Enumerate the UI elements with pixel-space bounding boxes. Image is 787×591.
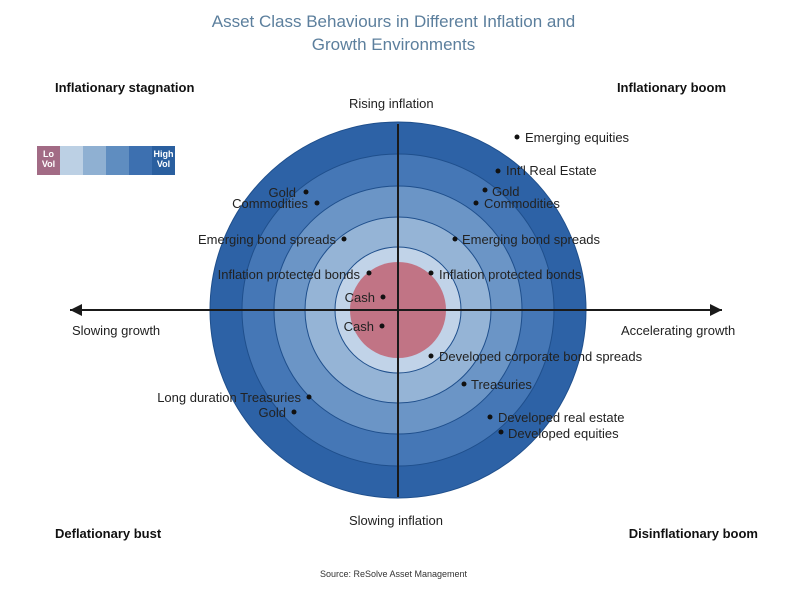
- asset-label: Commodities: [484, 196, 560, 211]
- title-line-1: Asset Class Behaviours in Different Infl…: [211, 12, 576, 31]
- legend-swatch-2: [60, 146, 83, 175]
- axis-label-top: Rising inflation: [349, 96, 434, 111]
- asset-label: Inflation protected bonds: [218, 267, 361, 282]
- asset-label: Gold: [269, 185, 296, 200]
- chart-title: Asset Class Behaviours in Different Infl…: [0, 10, 787, 56]
- legend-swatch-4: [106, 146, 129, 175]
- asset-label: Developed corporate bond spreads: [439, 349, 643, 364]
- title-line-2: Growth Environments: [311, 35, 476, 54]
- legend-swatch-3: [83, 146, 106, 175]
- asset-label: Inflation protected bonds: [439, 267, 582, 282]
- quadrant-label-bottom-right: Disinflationary boom: [628, 526, 758, 541]
- asset-label: Emerging bond spreads: [462, 232, 601, 247]
- asset-label: Emerging bond spreads: [198, 232, 337, 247]
- asset-dot: [473, 200, 479, 206]
- asset-dot: [379, 323, 385, 329]
- left-arrowhead-icon: [70, 304, 82, 316]
- asset-label: Gold: [259, 405, 286, 420]
- quadrant-label-top-left: Inflationary stagnation: [55, 80, 195, 95]
- quadrant-label-bottom-left: Deflationary bust: [55, 526, 162, 541]
- asset-dot: [514, 134, 520, 140]
- axis-label-left: Slowing growth: [72, 323, 161, 338]
- asset-label: Cash: [345, 290, 375, 305]
- axis-label-bottom: Slowing inflation: [349, 513, 443, 528]
- asset-dot: [428, 353, 434, 359]
- asset-dot: [314, 200, 320, 206]
- axes: [70, 124, 722, 497]
- legend-swatch-5: [129, 146, 152, 175]
- asset-dot: [461, 381, 467, 387]
- asset-dot: [341, 236, 347, 242]
- right-arrowhead-icon: [710, 304, 722, 316]
- asset-dot: [495, 168, 501, 174]
- asset-dot: [452, 236, 458, 242]
- asset-dot: [291, 409, 297, 415]
- asset-dot: [366, 270, 372, 276]
- asset-label: Gold: [492, 184, 519, 199]
- axis-label-right: Accelerating growth: [621, 323, 736, 338]
- source-note: Source: ReSolve Asset Management: [319, 569, 468, 579]
- asset-label: Commodities: [232, 196, 308, 211]
- asset-dot: [428, 270, 434, 276]
- asset-dot: [303, 189, 309, 195]
- asset-label: Long duration Treasuries: [157, 390, 301, 405]
- asset-dot: [306, 394, 312, 400]
- asset-label: Int'l Real Estate: [506, 163, 597, 178]
- asset-dot: [487, 414, 493, 420]
- asset-dot: [498, 429, 504, 435]
- asset-label: Developed real estate: [498, 410, 624, 425]
- asset-label: Emerging equities: [525, 130, 630, 145]
- quadrant-label-top-right: Inflationary boom: [616, 80, 726, 95]
- asset-label: Cash: [344, 319, 374, 334]
- asset-dot: [380, 294, 386, 300]
- asset-label: Treasuries: [471, 377, 532, 392]
- asset-dot: [482, 187, 488, 193]
- asset-label: Developed equities: [508, 426, 619, 441]
